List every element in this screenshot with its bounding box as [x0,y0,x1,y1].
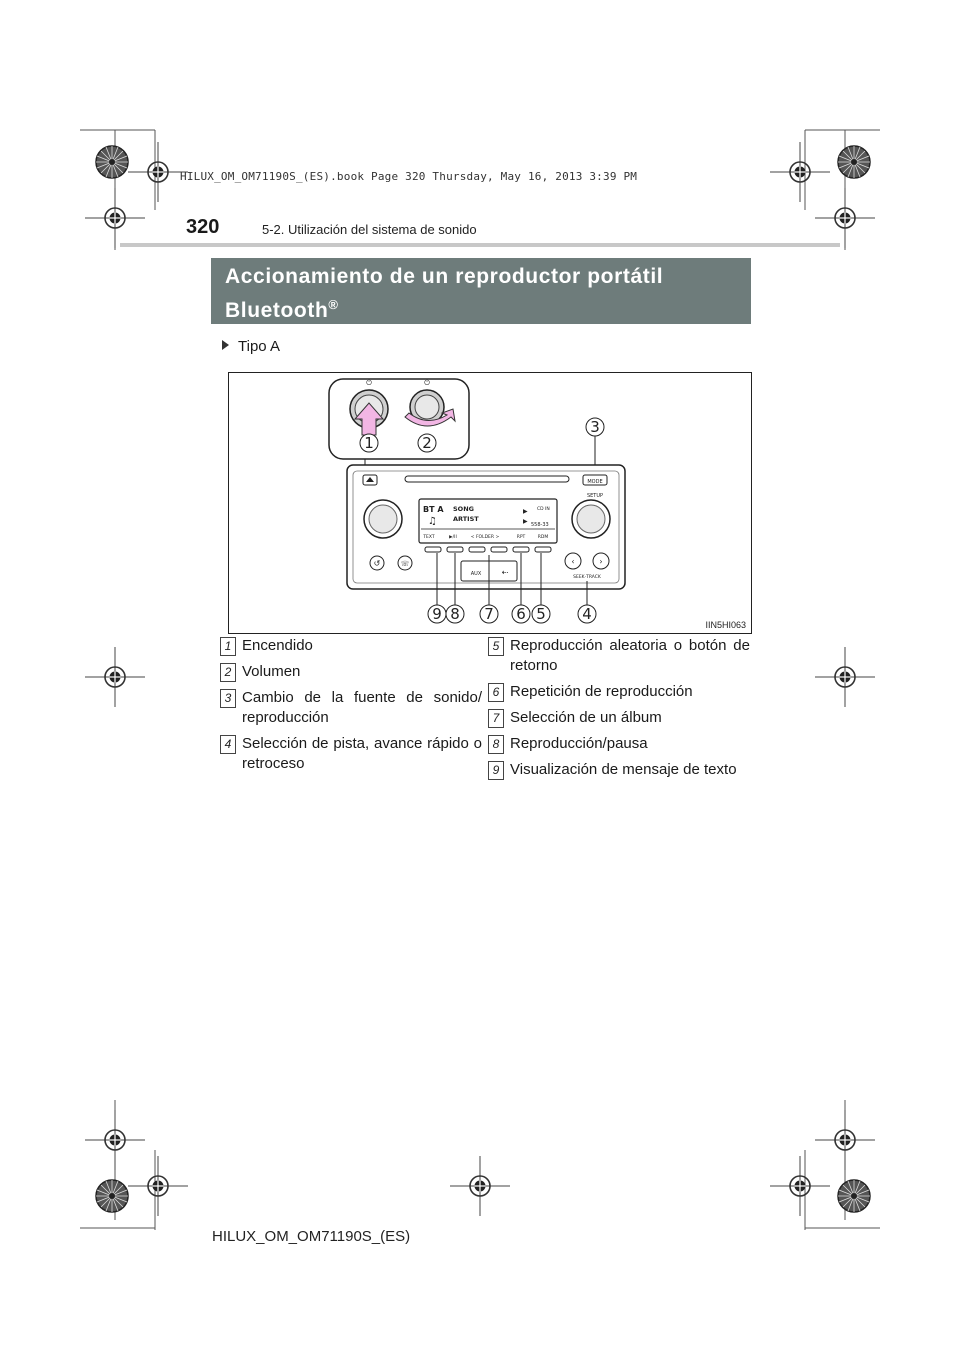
footer-doc-code: HILUX_OM_OM71190S_(ES) [212,1228,411,1245]
svg-text:⏻: ⏻ [424,379,430,387]
chevron-left-icon: ‹ [571,557,574,566]
legend-right: 5 Reproducción aleatoria o botón de retor… [488,636,750,786]
legend-text: Repetición de reproducción [510,683,693,700]
phone-icon: ☏ [401,560,410,568]
phone-button [397,555,413,571]
display-right-bottom: 558-33 [531,522,549,528]
callout-8: 8 [450,605,460,623]
callout-1: 1 [364,434,374,452]
triangle-bullet-icon [222,340,229,350]
title-banner: Accionamiento de un reproductor portátil… [211,258,751,324]
preset-button [468,546,486,553]
legend-text: Reproducción/pausa [510,735,648,752]
audio-display [418,498,558,544]
legend-item: 3 Cambio de la fuente de sonido/ reproduc… [220,688,482,728]
artist-scroll-icon: ▶ [523,518,528,525]
callout-6: 6 [516,605,526,623]
mode-button [582,474,608,486]
audio-unit-illustration: ⏻ ⏻ 1 2 3 MODE SETUP [328,378,626,624]
seek-back-button [564,552,582,570]
legend-number: 9 [488,761,504,780]
legend-item: 7 Selección de un álbum [488,708,750,728]
preset-button [424,546,442,553]
legend-left: 1 Encendido 2 Volumen 3 Cambio de la fuente… [220,636,482,780]
registered-mark: ® [328,297,339,312]
legend-text: Visualización de mensaje de texto [510,761,737,778]
legend-item: 5 Reproducción aleatoria o botón de retor… [488,636,750,676]
callout-5: 5 [536,605,546,623]
mode-label: MODE [587,479,602,485]
legend-text: Encendido [242,637,313,654]
legend-number: 3 [220,689,236,708]
legend-number: 2 [220,663,236,682]
legend-text: Volumen [242,663,301,680]
figure-code: IIN5HI063 [705,620,746,630]
legend-text: Reproducción aleatoria o botón de retorn… [510,637,750,674]
rotate-arrow-icon [404,408,456,427]
eject-icon [366,477,374,482]
legend-item: 8 Reproducción/pausa [488,734,750,754]
legend-number: 6 [488,683,504,702]
callout-4: 4 [582,605,592,623]
softkey-label: TEXT [422,534,435,540]
preset-button [534,546,552,553]
callout-9: 9 [432,605,442,623]
back-button [369,555,385,571]
legend-item: 2 Volumen [220,662,482,682]
display-artist: ARTIST [453,515,479,523]
softkey-label: ▶/II [449,534,457,540]
preset-button [446,546,464,553]
legend-number: 1 [220,637,236,656]
preset-button [490,546,508,553]
legend-number: 4 [220,735,236,754]
svg-text:⏻: ⏻ [366,379,372,387]
legend-number: 7 [488,709,504,728]
softkey-label: RDM [538,534,549,540]
press-arrow-icon [353,402,385,436]
section-title: 5-2. Utilización del sistema de sonido [262,222,477,237]
legend-text: Cambio de la fuente de sonido/ reproducc… [242,689,482,726]
audio-unit-figure: ⏻ ⏻ 1 2 3 MODE SETUP [228,372,752,634]
callout-7: 7 [484,605,494,623]
page-title-text: Accionamiento de un reproductor portátil… [225,265,664,322]
display-softkeys: TEXT ▶/II < FOLDER > RPT RDM [422,534,548,540]
softkey-label: < FOLDER > [471,534,500,540]
seek-track-label: SEEK·TRACK [573,574,602,580]
preset-button [512,546,530,553]
music-note-icon: ♫ [428,516,437,527]
preset-buttons [424,546,552,553]
display-right-top: CD IN [537,506,550,512]
chevron-right-icon: › [599,557,602,566]
type-label-text: Tipo A [238,338,280,355]
page-title: Accionamiento de un reproductor portátil… [225,263,741,325]
song-scroll-icon: ▶ [523,508,528,515]
cd-slot [404,475,570,483]
display-song: SONG [453,505,474,513]
display-source: BT A [423,505,444,514]
softkey-label: RPT [517,534,526,540]
legend-text: Selección de pista, avance rápido o retr… [242,735,482,772]
file-stamp: HILUX_OM_OM71190S_(ES).book Page 320 Thu… [180,170,638,183]
legend-number: 8 [488,735,504,754]
legend-item: 1 Encendido [220,636,482,656]
page-number: 320 [186,216,220,238]
setup-label: SETUP [587,493,603,499]
legend-text: Selección de un álbum [510,709,662,726]
seek-forward-button [592,552,610,570]
legend-number: 5 [488,637,504,656]
legend-item: 9 Visualización de mensaje de texto [488,760,750,780]
volume-knob: ⏻ [409,379,445,425]
aux-label: AUX [471,571,482,577]
legend-item: 4 Selección de pista, avance rápido o ret… [220,734,482,774]
callout-3: 3 [590,418,600,436]
back-icon: ↺ [374,559,381,568]
header-rule [120,243,840,247]
type-label: Tipo A [222,338,280,355]
callout-2: 2 [422,434,432,452]
legend-item: 6 Repetición de reproducción [488,682,750,702]
usb-icon: ⇠ [502,568,509,577]
